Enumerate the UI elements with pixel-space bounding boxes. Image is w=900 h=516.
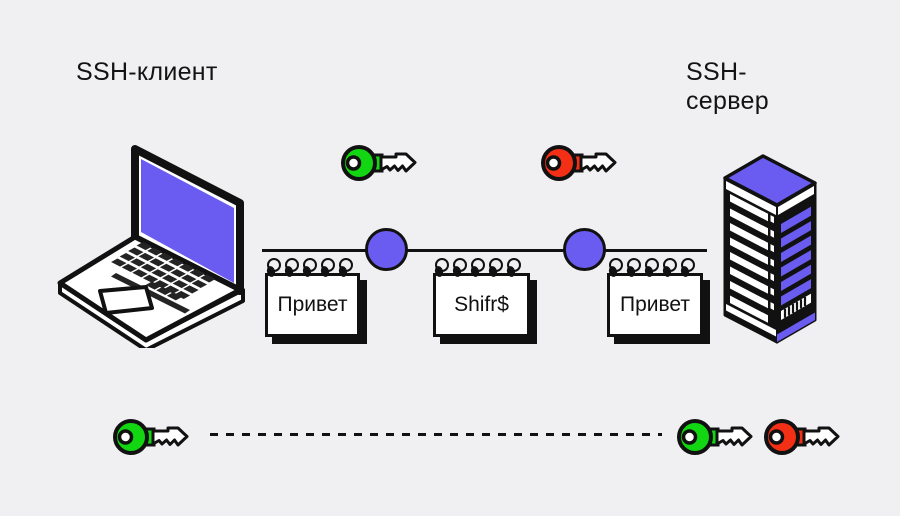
spiral-binding-icon xyxy=(267,258,353,272)
spiral-binding-icon xyxy=(435,258,521,272)
spiral-binding-icon xyxy=(609,258,695,272)
session-node-icon xyxy=(365,228,408,271)
server-label: SSH-сервер xyxy=(686,58,769,115)
red-key-icon xyxy=(540,141,620,185)
message-text: Привет xyxy=(277,293,348,316)
message-note-encrypted: Shifr$ xyxy=(433,273,530,337)
green-key-icon xyxy=(676,415,756,459)
message-note-decrypted: Привет xyxy=(607,273,703,337)
session-node-icon xyxy=(563,228,606,271)
red-key-icon xyxy=(763,415,843,459)
key-exchange-dashed-line xyxy=(210,433,662,436)
green-key-icon xyxy=(340,141,420,185)
connection-line xyxy=(262,249,707,252)
green-key-icon xyxy=(112,415,192,459)
laptop-icon xyxy=(57,145,245,348)
message-text: Shifr$ xyxy=(454,293,509,316)
message-text: Привет xyxy=(619,293,691,316)
client-label: SSH-клиент xyxy=(76,58,218,86)
message-note-plaintext: Привет xyxy=(265,273,360,337)
server-rack-icon xyxy=(723,154,817,344)
